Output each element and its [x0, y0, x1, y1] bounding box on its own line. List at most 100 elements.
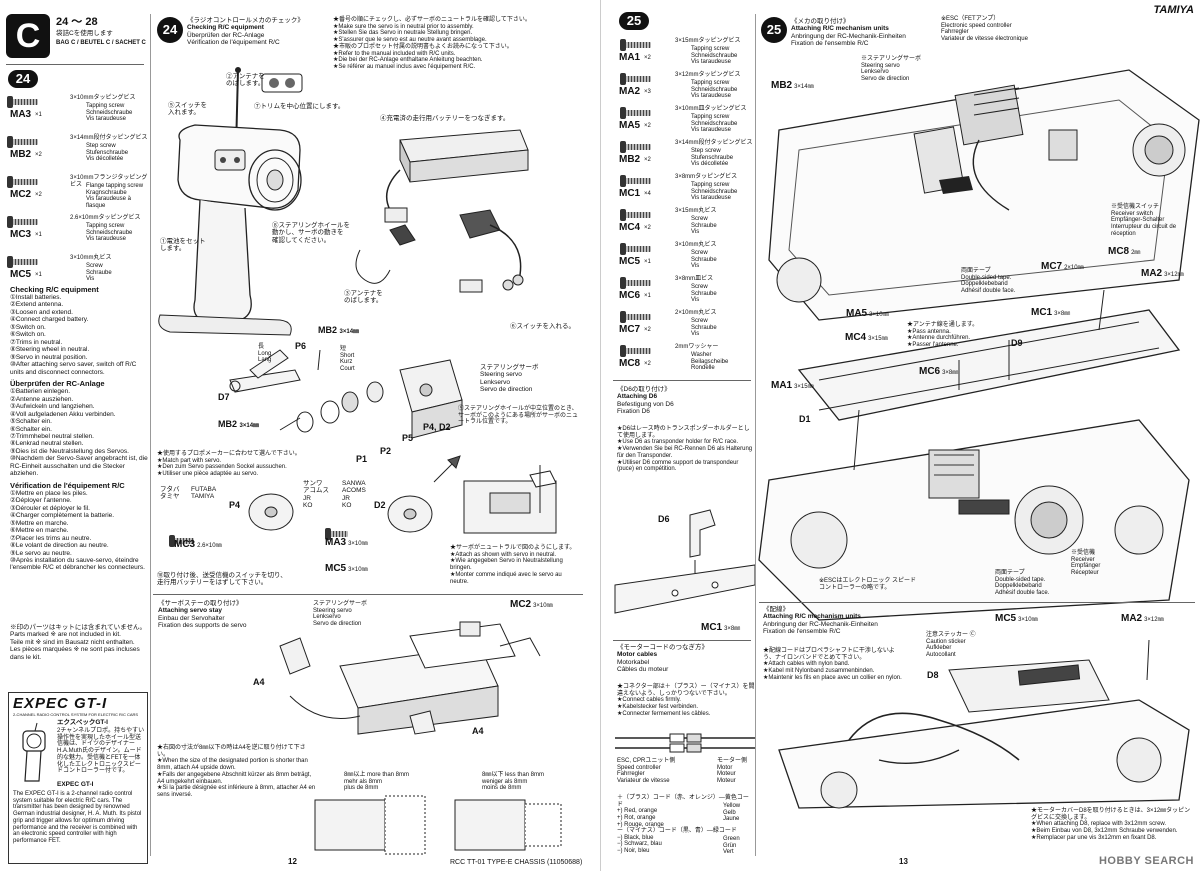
servo-saver-exploded-view [229, 349, 463, 439]
part-name-jp: 3×10mm皿タッピングビス [675, 106, 747, 112]
attach-neutral-note: ★サーボがニュートラルで図のようにします。 ★Attach as shown w… [450, 545, 576, 585]
screw-icon [7, 256, 38, 268]
callout-antenna: ②アンテナを のばします。 [226, 73, 265, 88]
part-quantity: ×2 [35, 152, 42, 158]
expec-logo: EXPEC GT-I [13, 695, 108, 712]
part-name-jp: 3×14mm段付タッピングビス [675, 140, 753, 146]
part-description: Flange tapping screw Kragnschraube Vis t… [86, 183, 144, 210]
part-description: Step screw Stufenschraube Vis décolletée [691, 148, 734, 168]
part-name-jp: 3×14mm段付タッピングビス [70, 135, 148, 141]
checklist-item: ⑤Switch on. [10, 323, 46, 331]
servo-stay-servo-label: ステアリングサーボ Steering servo Lenkservo Servo… [313, 601, 368, 628]
checking-rc-list: Checking R/C equipment ①Install batterie… [10, 285, 150, 572]
part-code: MC7 [619, 324, 641, 335]
callout-antenna2: ③アンテナを のばします。 [344, 290, 383, 305]
part-quantity: ×2 [35, 192, 42, 198]
mc5-label: MC5 3×10㎜ [325, 563, 368, 574]
step-24-notes: ★番号の順にチェックし、必ずサーボのニュートラルを確認して下さい。★Make s… [333, 17, 583, 71]
parts-not-included-note: ※印のパーツはキットには含まれていません。 Parts marked ※ are… [10, 624, 146, 661]
checklist-item: ⑤Schalter ein. [10, 418, 52, 426]
motor-minus-wires: ー（マイナス）コード（黒、青）―緑コード −) Black, blue −) S… [617, 828, 737, 855]
mb2-label-25: MB2 3×14㎜ [771, 80, 814, 91]
checklist-item: ①Batterien einlegen. [10, 388, 71, 396]
wiring-illustration [778, 639, 1190, 809]
mc4-label: MC4 3×15㎜ [845, 332, 888, 343]
step-25-title: 《メカの取り付け》 Attaching R/C mechanism units … [791, 18, 906, 48]
part-quantity: ×1 [35, 112, 42, 118]
transmitter-illustration [158, 67, 302, 336]
part-code: MC8 [619, 358, 641, 369]
futaba-part: P4 [229, 500, 241, 510]
servo-neutral-diagram [463, 465, 557, 534]
step-note: ★市販のプロポセット付属の説明書もよくお読みになって下さい。 [333, 43, 513, 50]
label-receiver-switch: ※受信機スイッチ Receiver switch Empfänger-Schal… [1111, 204, 1177, 237]
part-name-jp: 3×15mmタッピングビス [675, 38, 741, 44]
part-code: MC2 [10, 189, 32, 200]
part-name-jp: 2.6×10mmタッピングビス [70, 215, 141, 221]
part-quantity: ×1 [35, 232, 42, 238]
checklist-item: ⑨Servo in neutral position. [10, 353, 88, 361]
servo-stay-notes: ★右図の寸法が8㎜以下の時はA4を逆に取り付けて下さい。 ★When the s… [157, 745, 316, 799]
label-a4-left: A4 [253, 677, 265, 687]
screw-icon [620, 345, 651, 357]
part-name-jp: 3×10mm丸ビス [675, 242, 717, 248]
step-note: ★Se référer au manuel inclus avec l'équi… [333, 64, 476, 71]
step-note: ★Make sure the servo is in neutral prior… [333, 23, 474, 30]
checklist-item: ②Déployer l'antenne. [10, 497, 72, 505]
motor-motor-side: モーター側 Motor Moteur Moteur [717, 758, 748, 785]
d6-mc1-label: MC1 3×8㎜ [701, 622, 741, 633]
part-description: Tapping screw Schneidschraube Vis taraud… [86, 103, 133, 123]
part-name-jp: 3×15mm丸ビス [675, 208, 717, 214]
part-code: MC1 [619, 188, 641, 199]
label-p5: P5 [402, 433, 414, 443]
step-note: ★Stellen Sie das Servo in neutrale Stell… [333, 30, 473, 37]
step-note: ★S'assurer que le servo est au neutre av… [333, 37, 487, 44]
futaba-en: FUTABA TAMIYA [191, 486, 217, 501]
checklist-item: ⑥Mettre en marche. [10, 527, 69, 535]
servo-stay-illustration [279, 621, 541, 735]
motor-esc-side: ESC, CPRユニット側 Speed controller Fahrregle… [617, 758, 676, 785]
step-24-title: 《ラジオコントロールメカのチェック》 Checking R/C equipmen… [187, 17, 304, 47]
label-short: 短 Short Kurz Court [340, 346, 355, 373]
expec-info-box: EXPEC GT-I 2-CHANNEL RADIO CONTROL SYSTE… [8, 692, 148, 864]
part-name-jp: 3×8mm皿ビス [675, 276, 714, 282]
checklist-item: ⑩Après installation du sauve-servo, étei… [10, 557, 145, 572]
part-quantity: ×1 [644, 259, 651, 265]
part-quantity: ×1 [644, 293, 651, 299]
part-code: MA1 [619, 52, 641, 63]
more-than-8mm: 8㎜以上 more than 8mm mehr als 8mm plus de … [344, 772, 410, 792]
part-description: Screw Schraube Vis [691, 284, 717, 304]
callout-cell: ①電池をセット します。 [160, 238, 206, 253]
checklist-item: ③Dérouler et déployer le fil. [10, 504, 90, 512]
bag-letter-badge: C [6, 14, 50, 58]
part-code: MB2 [619, 154, 641, 165]
motor-plus-color: Yellow Gelb Jaune [723, 803, 741, 823]
part-description: Washer Beilagscheibe Rondelle [691, 352, 729, 372]
futaba-jp: フタバ タミヤ [160, 486, 180, 501]
part-quantity: ×2 [644, 123, 651, 129]
ma1-label: MA1 3×15㎜ [771, 380, 814, 391]
motor-connector-illustration [615, 733, 755, 753]
label-a4-right: A4 [472, 726, 484, 736]
screw-icon [620, 209, 651, 221]
step-note: ★番号の順にチェックし、必ずサーボのニュートラルを確認して下さい。 [333, 17, 531, 23]
label-double-tape-top: 両面テープ Double-sided tape. Doppelklebeband… [961, 268, 1016, 295]
part-description: Tapping screw Schneidschraube Vis taraud… [691, 114, 738, 134]
d6-title: 《D6の取り付け》 Attaching D6 Befestigung von D… [617, 386, 674, 416]
part-code: MC6 [619, 290, 641, 301]
transmitter-thumbnail [22, 722, 46, 782]
label-servo-25: ※ステアリングサーボ Steering servo Lenkservo Serv… [861, 56, 922, 83]
wiring-notes: ★配線コードはプロペラシャフトに干渉しないよう、ナイロンバンドでとめて下さい。 … [763, 648, 902, 681]
checklist-item: ④Charger complètement la batterie. [10, 512, 115, 520]
mc2-label: MC2 3×10㎜ [510, 599, 553, 610]
screw-icon [7, 96, 38, 108]
